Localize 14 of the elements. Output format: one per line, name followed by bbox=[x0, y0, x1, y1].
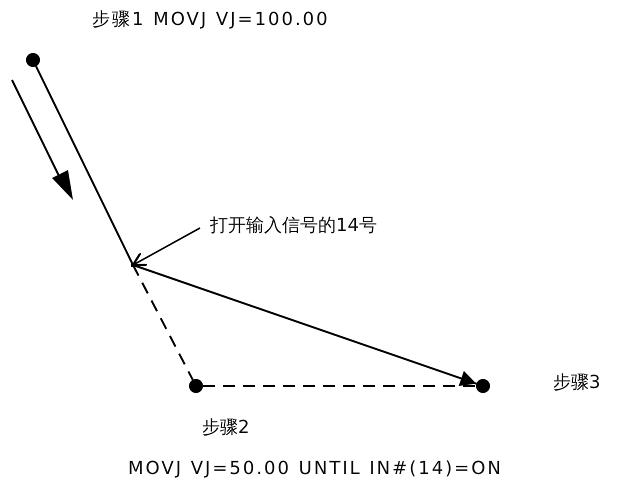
annotation-text: 打开输入信号的14号 bbox=[210, 215, 377, 237]
leader-line bbox=[132, 227, 200, 266]
path-corner bbox=[131, 263, 135, 267]
waypoint-dot bbox=[26, 53, 40, 67]
step-label: MOVJ VJ=50.00 UNTIL IN#(14)=ON bbox=[128, 458, 503, 480]
step-label: 步骤1 MOVJ VJ=100.00 bbox=[92, 9, 330, 31]
path-line bbox=[35, 66, 134, 266]
step-label: 步骤2 bbox=[202, 417, 250, 439]
waypoint-dot bbox=[189, 379, 203, 393]
waypoint-dot bbox=[476, 379, 490, 393]
path-line bbox=[132, 264, 477, 386]
path-line bbox=[203, 385, 476, 387]
path-line bbox=[132, 264, 194, 380]
step-label: 步骤3 bbox=[553, 372, 600, 394]
